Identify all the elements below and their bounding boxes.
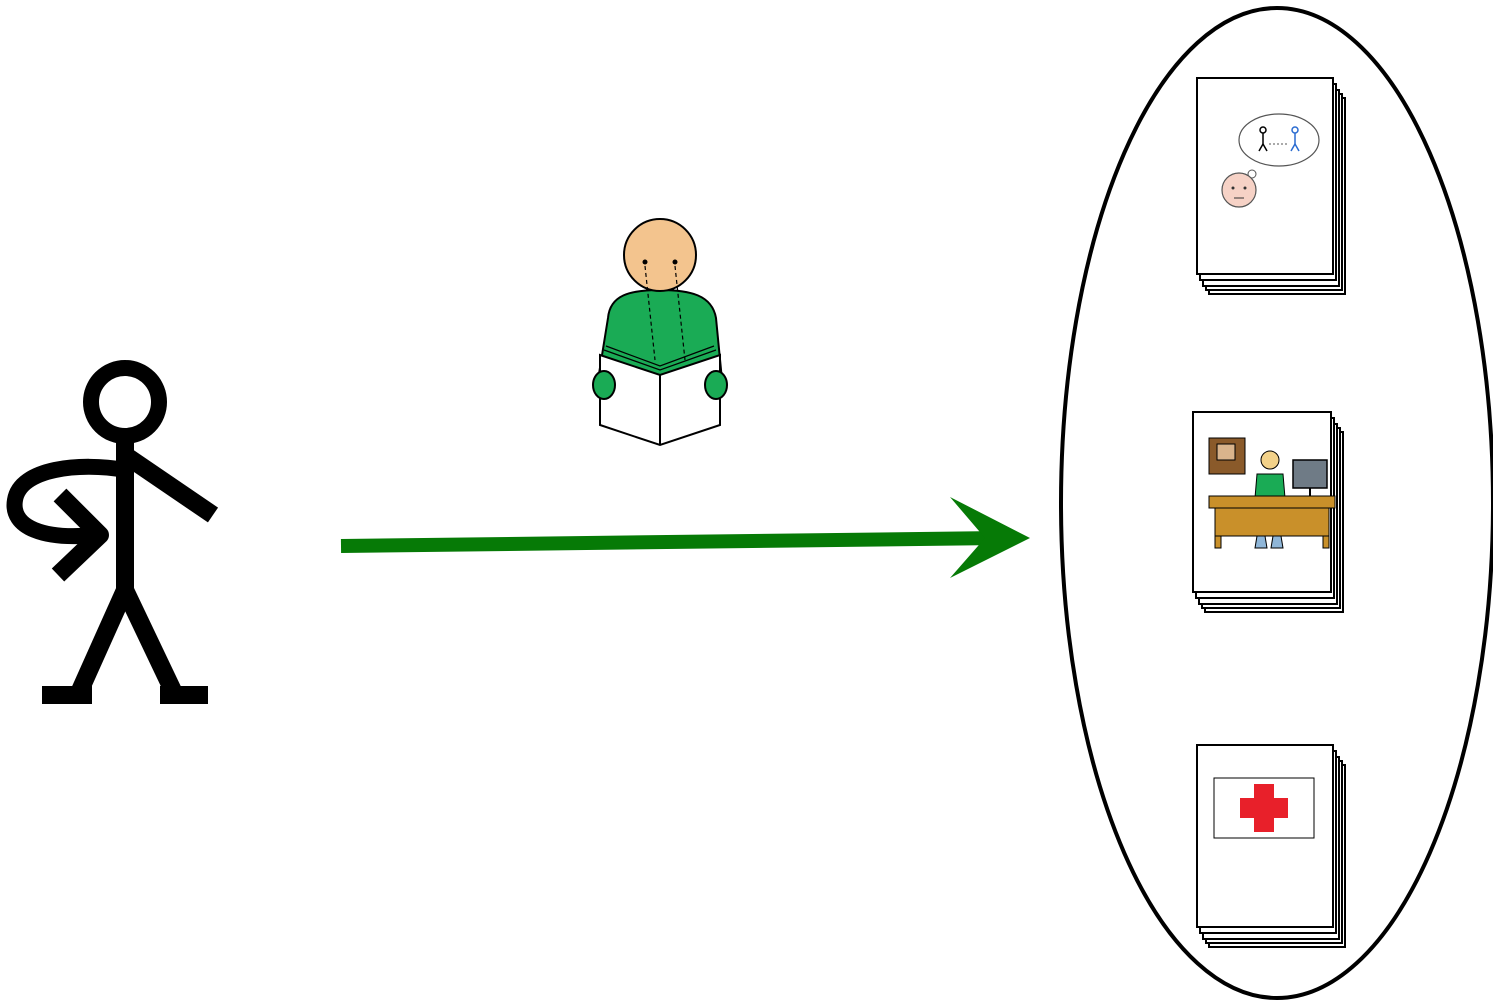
medical-document-icon xyxy=(1196,744,1346,948)
document-group-ellipse xyxy=(1059,6,1493,1000)
thinking-document-icon xyxy=(1196,77,1346,295)
arrow-right-icon xyxy=(340,497,1030,578)
person-reading-icon xyxy=(592,218,728,447)
office-document-icon xyxy=(1192,411,1344,613)
stick-figure-turning-icon xyxy=(6,360,219,704)
